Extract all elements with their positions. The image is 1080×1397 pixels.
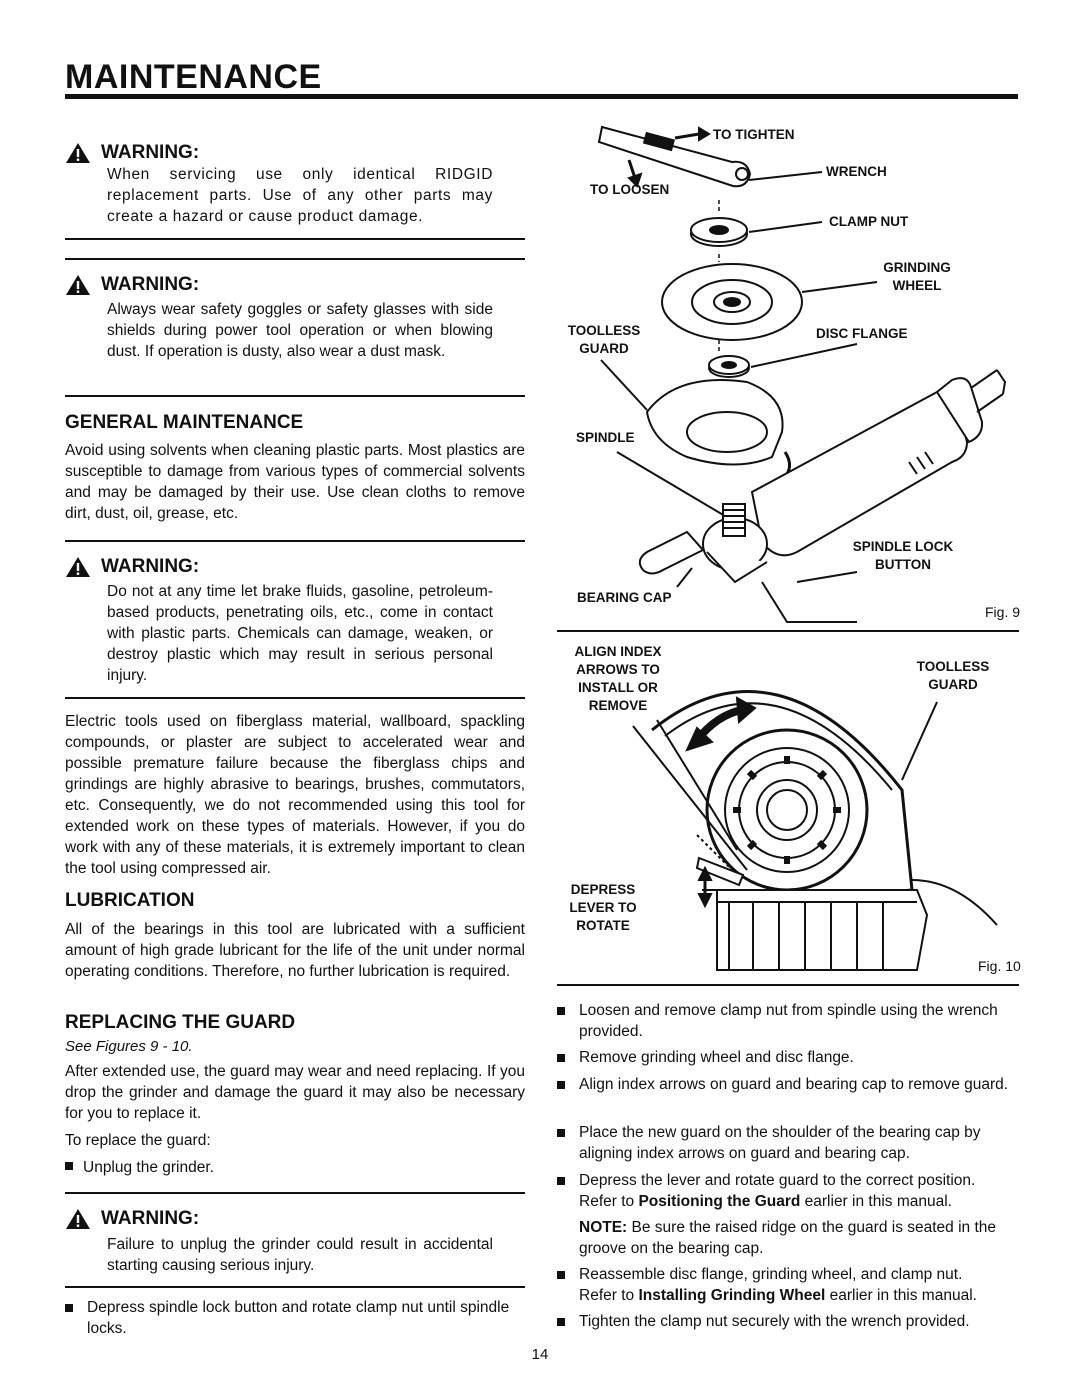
bullet-square: [557, 1177, 565, 1185]
refer-text: earlier in this manual.: [825, 1287, 977, 1304]
refer-installing-link: Installing Grinding Wheel: [638, 1287, 826, 1304]
list-item: Remove grinding wheel and disc flange.: [557, 1047, 1019, 1068]
label-toolless-guard-fig10: TOOLLESS GUARD: [916, 659, 990, 692]
refer-text: Refer to: [579, 1287, 639, 1304]
bullet-square: [557, 1129, 565, 1137]
figure-10-illustration: [632, 690, 998, 971]
bullet-square: [557, 1318, 565, 1326]
list-item: Tighten the clamp nut securely with the …: [557, 1311, 1019, 1332]
figure-9-caption: Fig. 9: [985, 604, 1021, 620]
list-item: Loosen and remove clamp nut from spindle…: [557, 1000, 1019, 1042]
label-disc-flange: DISC FLANGE: [816, 326, 908, 341]
list-item: Depress the lever and rotate guard to th…: [557, 1170, 1019, 1212]
label-toolless-guard: TOOLLESS GUARD: [567, 323, 641, 356]
label-clamp-nut: CLAMP NUT: [829, 214, 909, 229]
general-maintenance-heading: GENERAL MAINTENANCE: [65, 412, 304, 433]
list-item-text: Unplug the grinder.: [83, 1159, 214, 1176]
figure-10-caption: Fig. 10: [978, 958, 1021, 974]
divider: [65, 1192, 525, 1194]
label-wrench: WRENCH: [826, 164, 887, 179]
divider: [65, 238, 525, 240]
list-item-text: Depress spindle lock button and rotate c…: [87, 1299, 510, 1337]
label-bearing-cap: BEARING CAP: [577, 590, 672, 605]
figure-9-illustration: [597, 125, 1007, 623]
to-replace-intro: To replace the guard:: [65, 1132, 211, 1149]
lubrication-heading: LUBRICATION: [65, 890, 195, 911]
fiberglass-paragraph: Electric tools used on fiberglass materi…: [65, 713, 525, 877]
warning-heading-2: WARNING:: [65, 274, 199, 296]
list-item: Reassemble disc flange, grinding wheel, …: [557, 1264, 1019, 1306]
bullet-square: [65, 1162, 73, 1170]
list-item: Place the new guard on the shoulder of t…: [557, 1122, 1019, 1164]
divider: [557, 630, 1019, 632]
warning-icon: [66, 1209, 90, 1229]
divider: [65, 395, 525, 397]
note-label: NOTE:: [579, 1219, 628, 1236]
see-figures: See Figures 9 - 10.: [65, 1038, 193, 1055]
replacing-guard-heading: REPLACING THE GUARD: [65, 1012, 296, 1033]
warning-icon: [66, 557, 90, 577]
label-to-tighten: TO TIGHTEN: [713, 127, 795, 142]
list-item-text: Align index arrows on guard and bearing …: [579, 1076, 1009, 1093]
bullet-square: [557, 1054, 565, 1062]
warning-heading-4: WARNING:: [65, 1208, 199, 1230]
list-item-text: Depress the lever and rotate guard to th…: [579, 1172, 976, 1189]
lubrication-text: All of the bearings in this tool are lub…: [65, 921, 525, 980]
warning-text-3: Do not at any time let brake fluids, gas…: [107, 583, 493, 684]
label-depress-lever: DEPRESS LEVER TO ROTATE: [569, 882, 637, 933]
warning-icon: [66, 275, 90, 295]
warning-label: WARNING:: [101, 1208, 200, 1229]
list-item: Depress spindle lock button and rotate c…: [65, 1297, 525, 1339]
list-item: Align index arrows on guard and bearing …: [557, 1074, 1019, 1095]
note: NOTE: Be sure the raised ridge on the gu…: [557, 1217, 1019, 1259]
list-item-text: Tighten the clamp nut securely with the …: [579, 1313, 970, 1330]
bullet-square: [557, 1081, 565, 1089]
refer-text: earlier in this manual.: [800, 1193, 952, 1210]
divider: [65, 540, 525, 542]
divider: [65, 697, 525, 699]
label-spindle: SPINDLE: [576, 430, 635, 445]
bullet-square: [557, 1007, 565, 1015]
list-item-text: Loosen and remove clamp nut from spindle…: [579, 1002, 998, 1040]
title-rule: [65, 94, 1018, 99]
warning-text-4: Failure to unplug the grinder could resu…: [107, 1236, 493, 1274]
label-to-loosen: TO LOOSEN: [590, 182, 670, 197]
replacing-guard-text: After extended use, the guard may wear a…: [65, 1063, 525, 1122]
label-spindle-lock-button: SPINDLE LOCK BUTTON: [852, 539, 954, 572]
list-item-text: Reassemble disc flange, grinding wheel, …: [579, 1266, 963, 1283]
page-number: 14: [531, 1346, 549, 1363]
refer-positioning-link: Positioning the Guard: [638, 1193, 801, 1210]
warning-label: WARNING:: [101, 556, 200, 577]
warning-heading-3: WARNING:: [65, 556, 199, 578]
divider: [65, 258, 525, 260]
note-text: Be sure the raised ridge on the guard is…: [579, 1219, 997, 1257]
warning-text-2: Always wear safety goggles or safety gla…: [107, 301, 493, 360]
bullet-square: [557, 1271, 565, 1279]
divider: [557, 984, 1019, 986]
refer-text: Refer to: [579, 1193, 639, 1210]
list-item-text: Place the new guard on the shoulder of t…: [579, 1124, 981, 1162]
warning-icon: [66, 143, 90, 163]
label-align-index: ALIGN INDEX ARROWS TO INSTALL OR REMOVE: [574, 644, 662, 713]
list-item-text: Remove grinding wheel and disc flange.: [579, 1049, 854, 1066]
list-item: Unplug the grinder.: [65, 1157, 214, 1178]
page-title: MAINTENANCE: [65, 58, 322, 96]
bullet-square: [65, 1304, 73, 1312]
warning-heading-1: WARNING:: [65, 142, 199, 164]
warning-text-1: When servicing use only identical RIDGID…: [107, 166, 493, 225]
label-grinding-wheel: GRINDING WHEEL: [883, 260, 951, 293]
general-maintenance-text: Avoid using solvents when cleaning plast…: [65, 442, 525, 522]
warning-label: WARNING:: [101, 274, 200, 295]
divider: [65, 1286, 525, 1288]
warning-label: WARNING:: [101, 142, 200, 163]
